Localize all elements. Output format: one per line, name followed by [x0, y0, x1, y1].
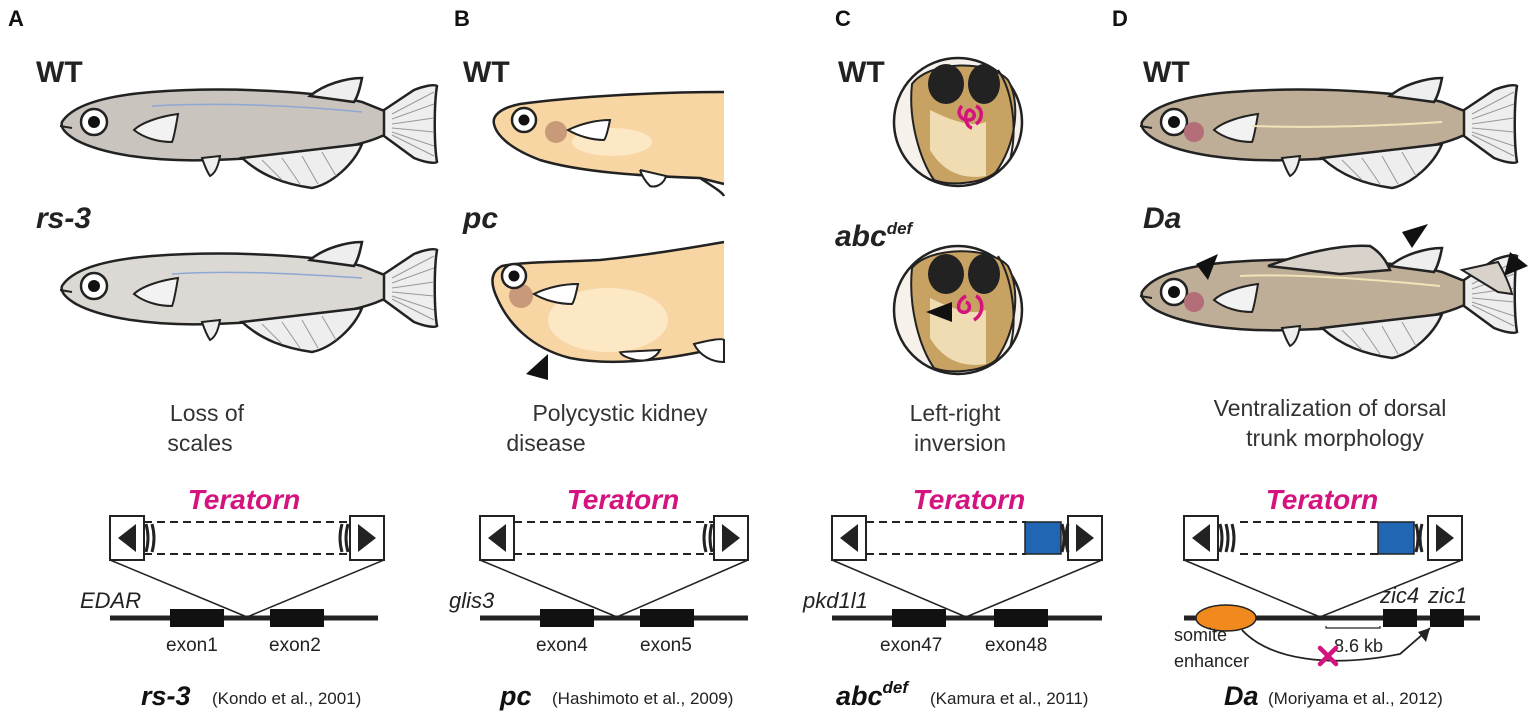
- arrowhead-marker-icon: [526, 354, 548, 380]
- wt-label-a: WT: [36, 56, 83, 89]
- cross-mark-icon: [1317, 645, 1339, 667]
- exon-label-a2: exon2: [269, 635, 321, 656]
- mutant-embryo-c: [892, 244, 1024, 376]
- gene-label-zic1: zic1: [1427, 583, 1467, 608]
- exon-box-a1: [170, 609, 224, 627]
- mutant-label-c: abcdef: [835, 219, 915, 253]
- zic1-box: [1430, 609, 1464, 627]
- exon-label-b1: exon4: [536, 635, 588, 656]
- distance-bracket: [1325, 626, 1381, 629]
- enhancer-label-line2: enhancer: [1174, 651, 1249, 671]
- citation-b: (Hashimoto et al., 2009): [552, 689, 733, 708]
- citation-gene-d: Da: [1224, 681, 1259, 711]
- phenotype-a-line2: scales: [167, 430, 232, 456]
- wt-fish-d: [1138, 76, 1519, 190]
- exon-label-a1: exon1: [166, 635, 218, 656]
- transposon-d: [1183, 515, 1463, 618]
- wt-label-c: WT: [838, 56, 885, 89]
- citation-d: (Moriyama et al., 2012): [1268, 689, 1443, 708]
- distance-label: 8.6 kb: [1334, 636, 1383, 656]
- phenotype-c-line1: Left-right: [910, 400, 1001, 426]
- citation-c: (Kamura et al., 2011): [930, 689, 1088, 708]
- phenotype-c-line2: inversion: [914, 430, 1006, 456]
- gene-label-a: EDAR: [80, 588, 141, 613]
- panel-letter-d: D: [1112, 6, 1128, 31]
- exon-box-a2: [270, 609, 324, 627]
- exon-box-b2: [640, 609, 694, 627]
- phenotype-d-line1: Ventralization of dorsal: [1214, 395, 1447, 421]
- exon-label-c1: exon47: [880, 635, 942, 656]
- zic4-box: [1383, 609, 1417, 627]
- transposon-a: [109, 515, 385, 618]
- panel-letter-c: C: [835, 6, 851, 31]
- enhancer-label-line1: somite: [1174, 625, 1227, 645]
- somite-enhancer-shape: [1195, 604, 1257, 632]
- mutant-fish-b: [491, 240, 725, 380]
- mutant-fish-a: [58, 240, 439, 354]
- panel-letter-a: A: [8, 6, 24, 31]
- phenotype-b-line2: disease: [506, 430, 585, 456]
- wt-label-d: WT: [1143, 56, 1190, 89]
- mutant-label-d: Da: [1143, 202, 1181, 235]
- transposon-c: [831, 515, 1103, 618]
- transposon-label-d: Teratorn: [1266, 484, 1379, 515]
- transposon-label-b: Teratorn: [567, 484, 680, 515]
- phenotype-a-line1: Loss of: [170, 400, 245, 426]
- exon-box-c2: [994, 609, 1048, 627]
- exon-box-c1: [892, 609, 946, 627]
- mutant-label-a: rs-3: [36, 202, 91, 235]
- phenotype-b-line1: Polycystic kidney: [532, 400, 708, 426]
- exon-label-c2: exon48: [985, 635, 1047, 656]
- citation-gene-a: rs-3: [141, 681, 191, 711]
- gene-label-c: pkd1l1: [802, 588, 868, 613]
- wt-embryo-c: [892, 56, 1024, 188]
- blue-cassette: [1024, 521, 1062, 555]
- citation-a: (Kondo et al., 2001): [212, 689, 361, 708]
- transposon-label-c: Teratorn: [913, 484, 1026, 515]
- phenotype-d-line2: trunk morphology: [1246, 425, 1424, 451]
- gene-label-b: glis3: [449, 588, 495, 613]
- enhancer-arrow: [1241, 627, 1431, 662]
- mutant-fish-d: [1138, 224, 1528, 360]
- mutant-label-b: pc: [462, 202, 498, 235]
- exon-box-b1: [540, 609, 594, 627]
- citation-gene-b: pc: [499, 681, 532, 711]
- heart-loop-icon: [957, 104, 983, 130]
- transposon-b: [479, 515, 749, 618]
- wt-label-b: WT: [463, 56, 510, 89]
- exon-label-b2: exon5: [640, 635, 692, 656]
- transposon-label-a: Teratorn: [188, 484, 301, 515]
- panel-letter-b: B: [454, 6, 470, 31]
- gene-label-zic4: zic4: [1379, 583, 1419, 608]
- citation-gene-c: abcdef: [836, 678, 910, 711]
- wt-fish-b: [492, 90, 726, 197]
- wt-fish-a: [58, 76, 439, 190]
